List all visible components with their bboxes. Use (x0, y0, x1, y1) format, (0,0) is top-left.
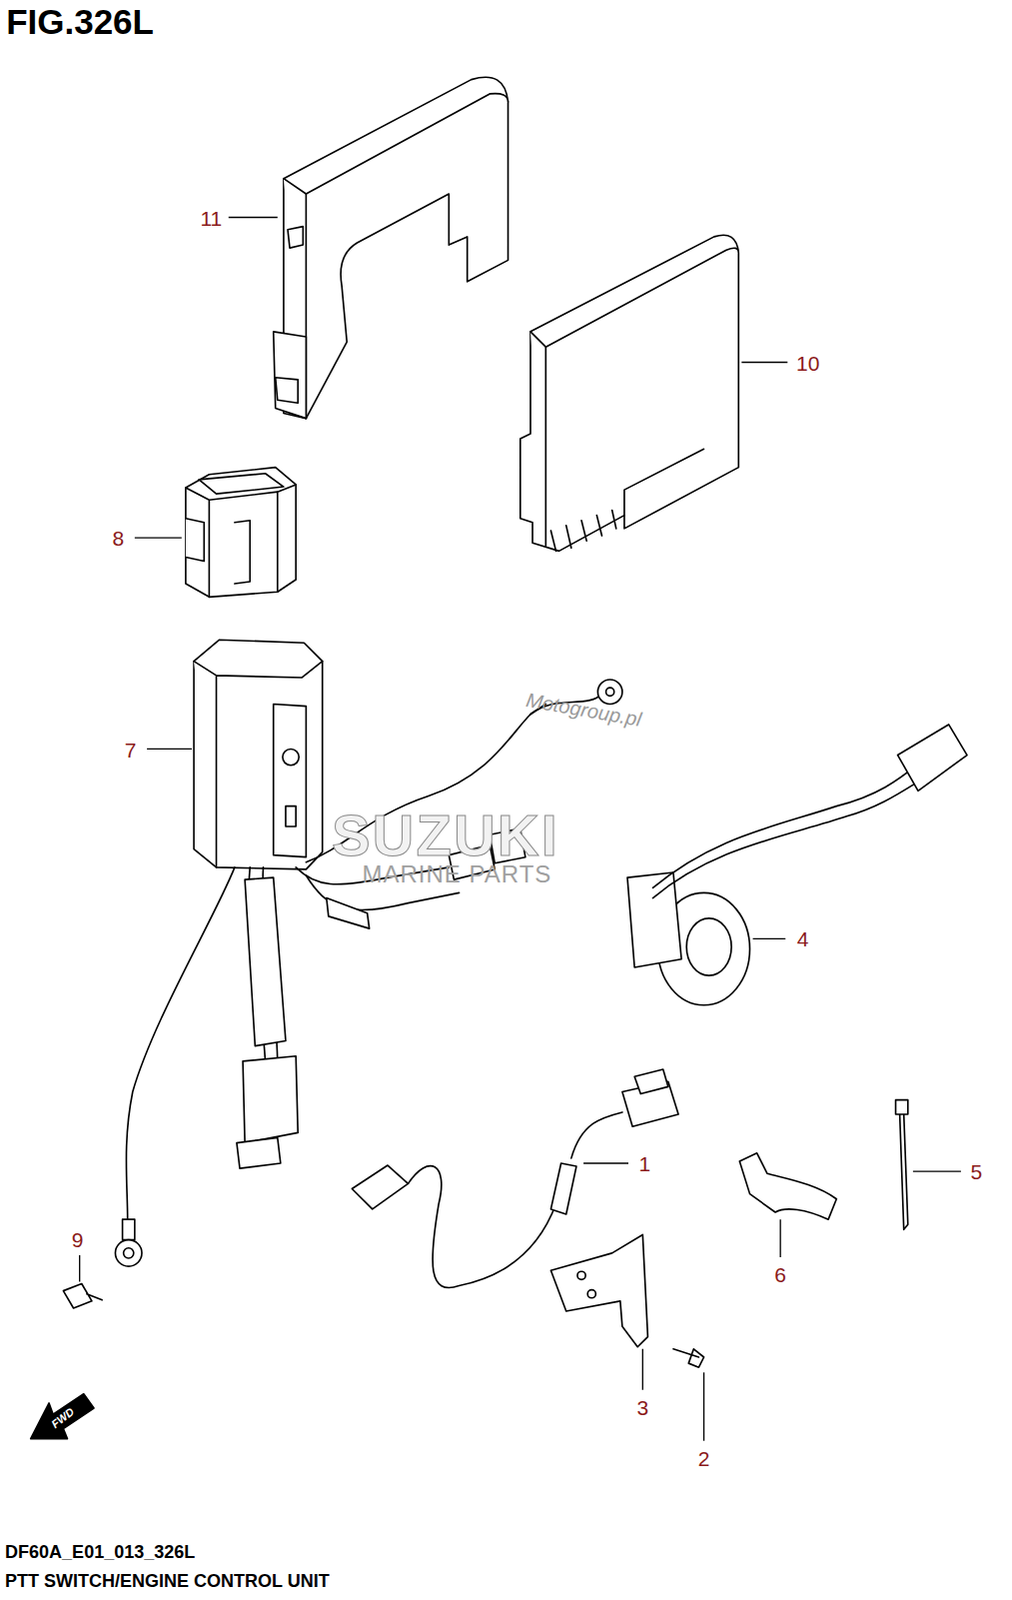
callout-number: 6 (774, 1263, 787, 1285)
callout-number: 3 (636, 1396, 649, 1418)
callout-number: 4 (797, 928, 810, 950)
relay-box (185, 467, 296, 598)
drawing-code: DF60A_E01_013_326L (4, 1542, 195, 1561)
ecu-cover (273, 76, 509, 418)
engine-control-unit (520, 234, 740, 551)
figure-caption: PTT SWITCH/ENGINE CONTROL UNIT (4, 1571, 330, 1590)
wire-clamp (739, 1152, 837, 1219)
fwd-arrow (30, 1393, 94, 1439)
callout-number: 9 (71, 1227, 84, 1249)
callout-number: 2 (698, 1447, 711, 1469)
callout-number: 11 (199, 206, 222, 228)
relay-harness (114, 639, 622, 1266)
callout-number: 8 (112, 527, 125, 549)
figure-title: FIG.326L (5, 3, 154, 39)
watermark: SUZUKI (331, 806, 560, 865)
ptt-switch (627, 724, 968, 1006)
callout-number: 5 (970, 1160, 983, 1182)
watermark: Motogroup.pl (524, 689, 643, 730)
watermark: MARINE PARTS (362, 862, 553, 887)
callout-number: 10 (796, 351, 820, 373)
screw (673, 1348, 705, 1367)
callout-number: 7 (124, 738, 137, 760)
cable-tie (896, 1099, 909, 1230)
bolt (62, 1282, 102, 1308)
leader-lines (79, 216, 962, 1440)
sensor-bracket (550, 1233, 648, 1346)
callout-number: 1 (639, 1152, 652, 1174)
